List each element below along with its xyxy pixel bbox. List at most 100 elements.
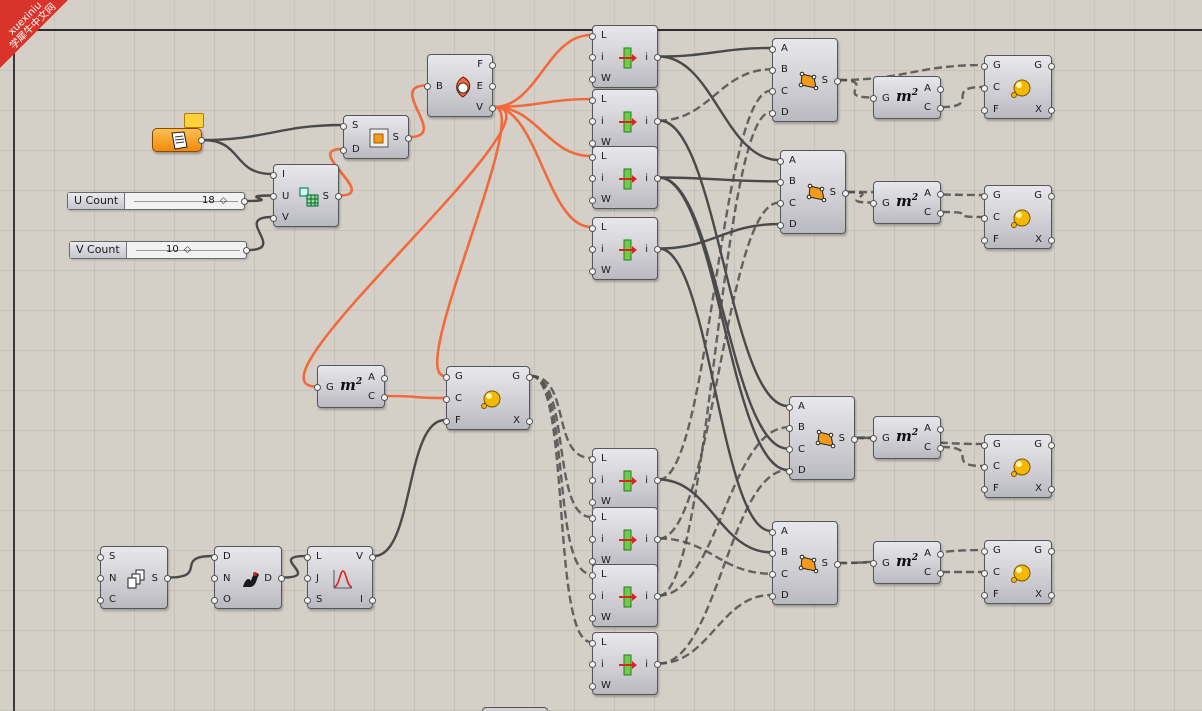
list-item-8-input-grip-W[interactable] <box>589 682 596 690</box>
list-item-7-output-grip-i[interactable] <box>654 593 661 600</box>
list-item-4-input-grip-W[interactable] <box>589 267 596 275</box>
panel-param[interactable] <box>152 128 205 152</box>
quad-surface-2-input-grip-D[interactable] <box>777 221 784 229</box>
surface-from-points-input-grip-S[interactable] <box>340 122 347 130</box>
list-item-1-input-grip-L[interactable] <box>589 32 596 40</box>
brep-edges-output-grip-F[interactable] <box>489 61 496 69</box>
list-item-6-output-grip-i[interactable] <box>654 536 661 543</box>
scale-2-output-grip-X[interactable] <box>1048 236 1055 244</box>
list-item-3-output-grip-i[interactable] <box>654 175 661 182</box>
slider-knob[interactable]: ◇ <box>184 245 191 255</box>
list-item-7-input-grip-L[interactable] <box>589 571 596 579</box>
list-item-5-input-grip-L[interactable] <box>589 455 596 463</box>
slider-knob[interactable]: ◇ <box>220 196 227 206</box>
quad-surface-4-output-grip-S[interactable] <box>834 560 841 568</box>
list-item-6-input-grip-i[interactable] <box>589 536 596 543</box>
list-item-1-output-grip-i[interactable] <box>654 54 661 61</box>
list-item-5-output-grip-i[interactable] <box>654 477 661 484</box>
quad-surface-4-input-grip-A[interactable] <box>769 528 776 536</box>
surface-from-points-output-grip-S[interactable] <box>405 134 412 142</box>
scale-3-input-grip-F[interactable] <box>981 485 988 493</box>
panel-output-grip[interactable] <box>198 137 205 144</box>
list-item-2-output-grip-i[interactable] <box>654 118 661 125</box>
quad-surface-1-input-grip-D[interactable] <box>769 109 776 117</box>
quad-surface-3-output-grip-S[interactable] <box>851 435 858 443</box>
area-2-input-grip-G[interactable] <box>870 200 877 207</box>
graph-mapper-output-grip-V[interactable] <box>369 553 376 561</box>
brep-edges-output-grip-V[interactable] <box>489 104 496 112</box>
sequence-output-grip-S[interactable] <box>164 575 171 582</box>
area-4-output-grip-C[interactable] <box>937 569 944 577</box>
scale-1-output-grip-X[interactable] <box>1048 106 1055 114</box>
scale-3-output-grip-G[interactable] <box>1048 441 1055 449</box>
graph-mapper-input-grip-L[interactable] <box>304 553 311 561</box>
area-1-output-grip-A[interactable] <box>937 85 944 93</box>
scale-center-input-grip-G[interactable] <box>443 373 450 381</box>
partial-component[interactable] <box>482 707 548 711</box>
scale-1-input-grip-G[interactable] <box>981 62 988 70</box>
list-item-1-input-grip-i[interactable] <box>589 54 596 61</box>
slider-track[interactable] <box>136 250 240 251</box>
scale-4-input-grip-C[interactable] <box>981 569 988 577</box>
quad-surface-2-output-grip-S[interactable] <box>842 189 849 197</box>
list-item-1-input-grip-W[interactable] <box>589 75 596 83</box>
list-item-3-input-grip-L[interactable] <box>589 153 596 161</box>
list-item-3-input-grip-i[interactable] <box>589 175 596 182</box>
brep-edges-output-grip-E[interactable] <box>489 83 496 90</box>
quad-surface-1-input-grip-C[interactable] <box>769 88 776 96</box>
graph-mapper-input-grip-S[interactable] <box>304 596 311 604</box>
scale-center-output-grip-G[interactable] <box>526 373 533 381</box>
list-item-7-input-grip-i[interactable] <box>589 593 596 600</box>
quad-surface-3-input-grip-B[interactable] <box>786 424 793 432</box>
sequence-input-grip-N[interactable] <box>97 575 104 582</box>
list-item-5-input-grip-i[interactable] <box>589 477 596 484</box>
sequence-input-grip-C[interactable] <box>97 596 104 604</box>
list-item-4-output-grip-i[interactable] <box>654 246 661 253</box>
area-2-output-grip-C[interactable] <box>937 209 944 217</box>
area-left-input-grip-G[interactable] <box>314 384 321 391</box>
list-item-6-input-grip-L[interactable] <box>589 514 596 522</box>
scale-4-output-grip-X[interactable] <box>1048 591 1055 599</box>
area-3-output-grip-C[interactable] <box>937 444 944 452</box>
scale-2-input-grip-C[interactable] <box>981 214 988 222</box>
divide-domain-input-grip-V[interactable] <box>270 214 277 222</box>
list-item-2-input-grip-L[interactable] <box>589 96 596 104</box>
divide-domain-input-grip-U[interactable] <box>270 193 277 200</box>
quad-surface-4-input-grip-D[interactable] <box>769 592 776 600</box>
scale-1-input-grip-F[interactable] <box>981 106 988 114</box>
sequence-input-grip-S[interactable] <box>97 553 104 561</box>
area-1-input-grip-G[interactable] <box>870 95 877 102</box>
quad-surface-2-input-grip-B[interactable] <box>777 178 784 186</box>
quad-surface-1-input-grip-A[interactable] <box>769 45 776 53</box>
graph-mapper-output-grip-I[interactable] <box>369 596 376 604</box>
area-4-output-grip-A[interactable] <box>937 550 944 558</box>
list-item-8-input-grip-L[interactable] <box>589 639 596 647</box>
quad-surface-3-input-grip-A[interactable] <box>786 403 793 411</box>
scale-1-input-grip-C[interactable] <box>981 84 988 92</box>
scale-4-output-grip-G[interactable] <box>1048 547 1055 555</box>
scale-center-input-grip-C[interactable] <box>443 395 450 403</box>
random-input-grip-N[interactable] <box>211 575 218 582</box>
scale-4-input-grip-G[interactable] <box>981 547 988 555</box>
